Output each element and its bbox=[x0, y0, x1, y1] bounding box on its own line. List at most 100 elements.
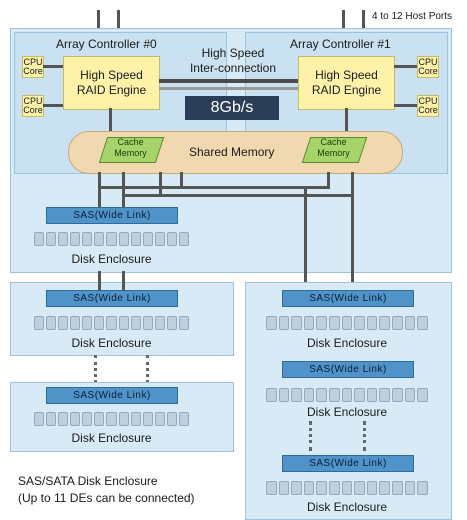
disk-slot bbox=[70, 316, 81, 330]
cpu-link bbox=[394, 104, 417, 107]
disk-enclosure-label-3: Disk Enclosure bbox=[71, 431, 152, 445]
disk-slot bbox=[278, 316, 290, 330]
sas-wide-link-6: SAS(Wide Link) bbox=[282, 455, 414, 472]
chain-cable bbox=[122, 271, 125, 291]
disk-slot bbox=[130, 412, 141, 426]
disk-slot bbox=[316, 388, 328, 402]
disk-slot bbox=[417, 316, 428, 330]
disk-slot bbox=[392, 388, 403, 402]
disk-slot bbox=[106, 232, 117, 246]
footer-line2: (Up to 11 DEs can be connected) bbox=[18, 491, 195, 505]
raid-engine-0-line2: RAID Engine bbox=[76, 83, 147, 97]
disk-slot bbox=[118, 412, 129, 426]
disk-slots-1 bbox=[34, 232, 190, 246]
disk-slot bbox=[329, 481, 340, 495]
disk-slot bbox=[46, 412, 57, 426]
disk-slot bbox=[142, 316, 153, 330]
footer-line1: SAS/SATA Disk Enclosure bbox=[18, 474, 158, 488]
disk-slot bbox=[166, 316, 177, 330]
host-port-cable bbox=[342, 10, 345, 30]
disk-slot bbox=[178, 232, 190, 246]
disk-slot bbox=[341, 481, 353, 495]
continuation-dots bbox=[94, 355, 100, 383]
backend-cable bbox=[304, 186, 307, 287]
disk-slot bbox=[94, 412, 105, 426]
disk-slot bbox=[46, 232, 57, 246]
disk-slot bbox=[329, 388, 340, 402]
continuation-dots bbox=[363, 421, 369, 451]
disk-enclosure-label-1: Disk Enclosure bbox=[71, 252, 152, 266]
disk-slot bbox=[82, 232, 93, 246]
disk-enclosure-label-5: Disk Enclosure bbox=[306, 405, 388, 419]
disk-slot bbox=[82, 316, 93, 330]
interconnect-link-bottom bbox=[159, 87, 298, 90]
chain-cable bbox=[98, 271, 101, 291]
disk-slot bbox=[106, 316, 117, 330]
shared-memory-label: Shared Memory bbox=[189, 145, 275, 159]
backend-cable bbox=[180, 172, 183, 186]
cpu-link bbox=[43, 65, 63, 68]
disk-slot bbox=[94, 316, 105, 330]
disk-slot bbox=[130, 232, 141, 246]
disk-slot bbox=[303, 316, 315, 330]
interconnect-speed-badge: 8Gb/s bbox=[185, 96, 279, 120]
disk-slot bbox=[366, 316, 378, 330]
disk-slot bbox=[404, 316, 416, 330]
continuation-dots bbox=[146, 355, 152, 383]
disk-slot bbox=[329, 316, 340, 330]
disk-slot bbox=[266, 481, 277, 495]
disk-slot bbox=[154, 232, 165, 246]
raid-engine-1-line2: RAID Engine bbox=[311, 83, 382, 97]
disk-slot bbox=[392, 481, 403, 495]
disk-slot bbox=[142, 412, 153, 426]
disk-slots-2 bbox=[34, 316, 190, 330]
disk-enclosure-label-6: Disk Enclosure bbox=[306, 500, 388, 514]
interconnect-title-line1: High Speed bbox=[201, 46, 265, 60]
continuation-dots bbox=[309, 421, 315, 451]
disk-slot bbox=[154, 316, 165, 330]
disk-slots-4 bbox=[266, 316, 428, 330]
interconnect-title: High Speed Inter-connection bbox=[182, 46, 284, 76]
disk-slot bbox=[341, 316, 353, 330]
host-port-cable bbox=[117, 10, 120, 30]
interconnect-link-top bbox=[159, 79, 298, 83]
disk-slot bbox=[417, 388, 428, 402]
backend-cable bbox=[351, 194, 354, 287]
disk-slot bbox=[366, 481, 378, 495]
disk-slots-5 bbox=[266, 388, 428, 402]
disk-slot bbox=[46, 316, 57, 330]
disk-slots-3 bbox=[34, 412, 190, 426]
disk-slot bbox=[291, 481, 302, 495]
disk-slot bbox=[291, 388, 302, 402]
sas-wide-link-3: SAS(Wide Link) bbox=[46, 387, 178, 404]
disk-slot bbox=[34, 232, 45, 246]
disk-slot bbox=[142, 232, 153, 246]
host-ports-label: 4 to 12 Host Ports bbox=[372, 11, 453, 22]
disk-slot bbox=[404, 481, 416, 495]
disk-slot bbox=[266, 316, 277, 330]
host-port-cable bbox=[362, 10, 365, 30]
disk-slot bbox=[354, 388, 365, 402]
disk-slot bbox=[392, 316, 403, 330]
sas-wide-link-4: SAS(Wide Link) bbox=[282, 290, 414, 307]
backend-cable bbox=[327, 172, 330, 186]
array-controller-1-title: Array Controller #1 bbox=[290, 37, 391, 51]
disk-slot bbox=[130, 316, 141, 330]
disk-slot bbox=[94, 232, 105, 246]
disk-slot bbox=[58, 412, 69, 426]
disk-slot bbox=[278, 481, 290, 495]
cpu-link bbox=[43, 104, 63, 107]
disk-slot bbox=[166, 412, 177, 426]
disk-slot bbox=[106, 412, 117, 426]
raid-memory-link bbox=[345, 108, 348, 132]
disk-slot bbox=[166, 232, 177, 246]
disk-slot bbox=[354, 316, 365, 330]
disk-slot bbox=[34, 412, 45, 426]
disk-slot bbox=[417, 481, 428, 495]
disk-slot bbox=[303, 481, 315, 495]
disk-slot bbox=[303, 388, 315, 402]
